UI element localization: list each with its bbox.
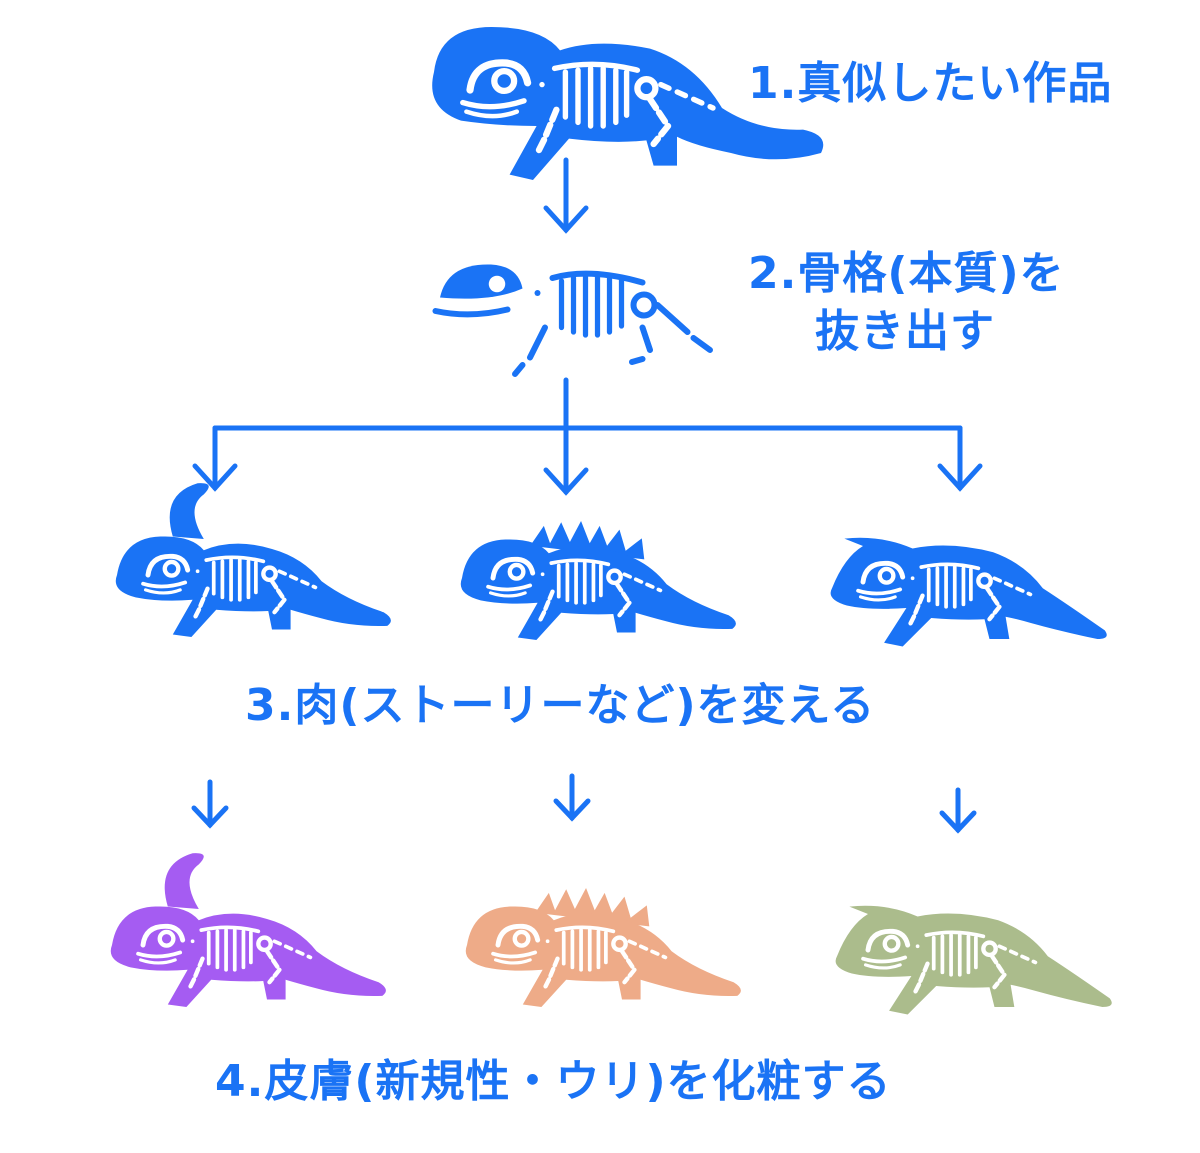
creature-skin-salmon bbox=[465, 887, 741, 1007]
branch-connector bbox=[192, 377, 983, 496]
creature-skin-sage bbox=[835, 905, 1112, 1015]
step1-label: 1.真似したい作品 bbox=[748, 58, 1113, 109]
creature-variant-fin bbox=[115, 483, 391, 637]
step4-label: 4.皮膚(新規性・ウリ)を化粧する bbox=[215, 1056, 892, 1107]
step2-label-line2: 抜き出す bbox=[815, 306, 995, 357]
creature-skin-purple bbox=[110, 853, 386, 1007]
step2-label-line1: 2.骨格(本質)を bbox=[748, 248, 1065, 299]
arrow-step1-to-step2 bbox=[543, 157, 589, 234]
creature-variant-spikes bbox=[460, 520, 736, 640]
creature-variant-sleek bbox=[830, 537, 1107, 647]
creature-skeleton bbox=[432, 264, 713, 377]
step3-label: 3.肉(ストーリーなど)を変える bbox=[245, 680, 876, 731]
arrows-step3-to-step4 bbox=[191, 773, 977, 834]
